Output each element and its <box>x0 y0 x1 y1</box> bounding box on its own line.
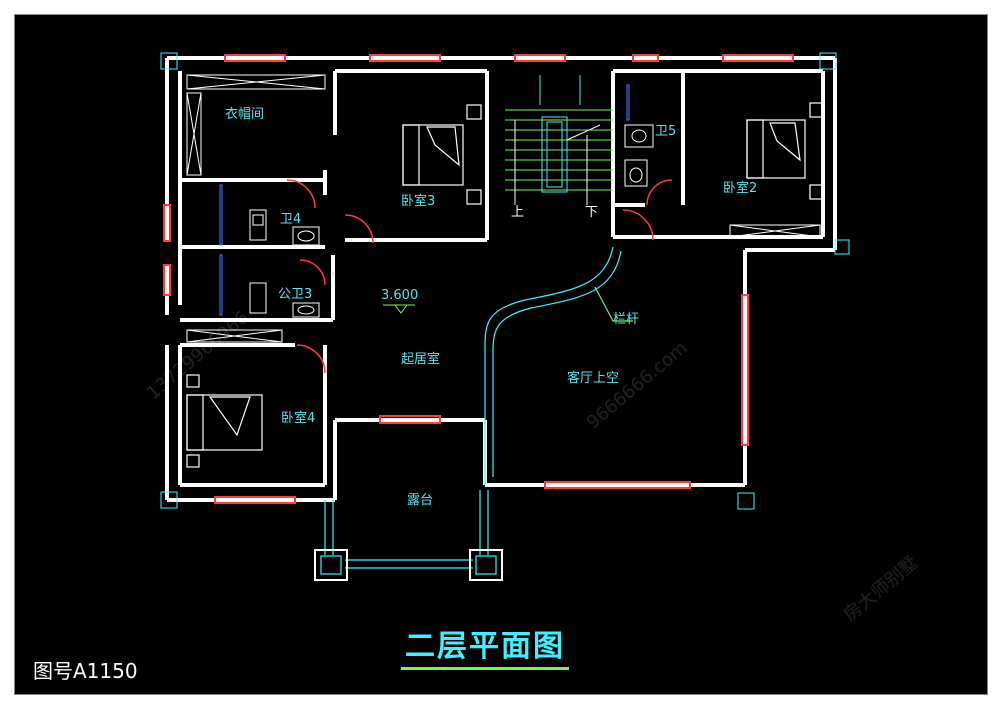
room-label-bedroom4: 卧室4 <box>281 411 316 426</box>
column-markers <box>160 52 850 510</box>
wardrobes <box>186 74 821 343</box>
elevation-marker <box>383 304 415 314</box>
drawing-number: 图号A1150 <box>33 659 138 683</box>
drawing-title: 二层平面图 <box>401 621 569 670</box>
room-label-living-void: 客厅上空 <box>567 371 620 386</box>
terrace <box>314 490 503 581</box>
windows <box>163 54 794 504</box>
room-label-public-bath3: 公卫3 <box>278 287 313 302</box>
floor-plan <box>160 52 850 581</box>
drawing-frame: 衣帽间 卧室3 卫5 卧室2 卫4 公卫3 起居室 栏杆 客厅上空 卧室4 露台… <box>14 14 988 695</box>
room-label-lounge: 起居室 <box>401 352 441 367</box>
stair-up-label: 上 <box>511 205 525 220</box>
doors <box>286 179 673 374</box>
beds <box>186 102 825 468</box>
room-label-bath5: 卫5 <box>655 124 677 139</box>
staircase <box>505 75 613 205</box>
room-label-railing: 栏杆 <box>613 312 640 327</box>
bath-fixtures <box>219 84 654 318</box>
room-label-closet: 衣帽间 <box>225 107 265 122</box>
room-label-bedroom2: 卧室2 <box>723 181 758 196</box>
walls <box>165 56 837 502</box>
stair-down-label: 下 <box>585 205 599 220</box>
room-label-bedroom3: 卧室3 <box>401 194 436 209</box>
elevation-label: 3.600 <box>381 288 419 303</box>
room-label-terrace: 露台 <box>407 493 434 508</box>
room-label-bath4: 卫4 <box>280 212 302 227</box>
railing <box>484 246 633 485</box>
